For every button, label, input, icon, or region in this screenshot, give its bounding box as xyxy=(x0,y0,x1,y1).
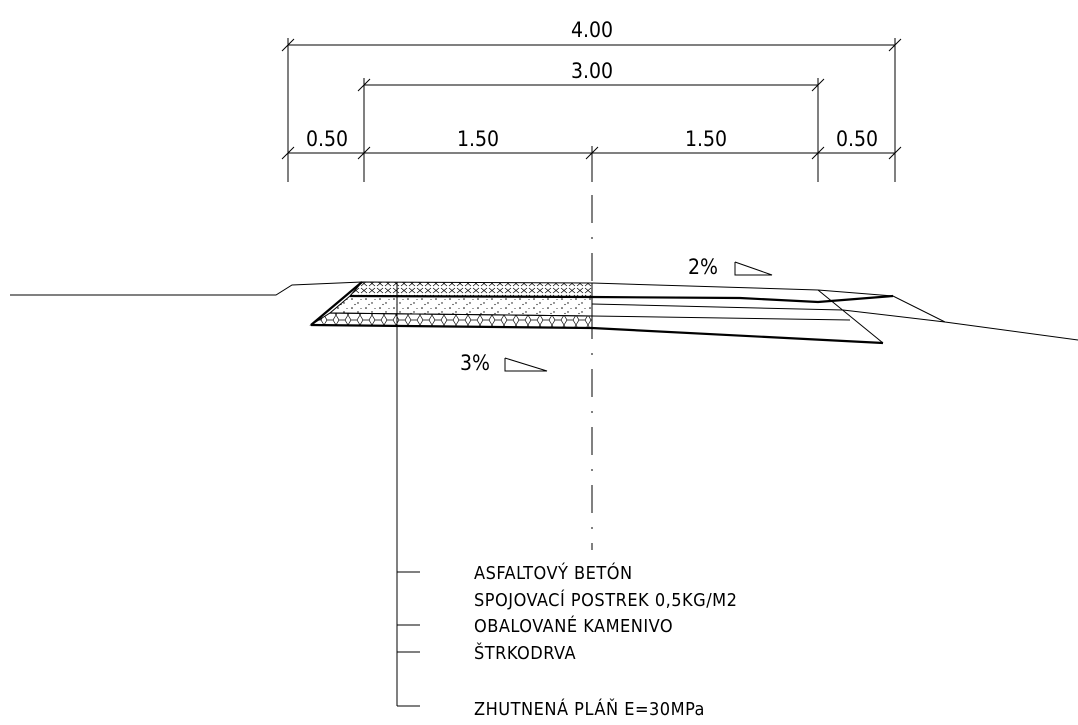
layer-label-coated-aggregate: OBALOVANÉ KAMENIVO xyxy=(474,615,673,637)
layer-asphalt-concrete xyxy=(348,281,593,298)
dimension-lines xyxy=(281,38,902,182)
terrain xyxy=(10,281,1078,341)
dimension-labels: 4.00 3.00 0.50 1.50 1.50 0.50 xyxy=(306,18,878,151)
dimension-right-shoulder: 0.50 xyxy=(836,127,878,151)
pavement-layers xyxy=(309,281,946,345)
slope-markers: 2% 3% xyxy=(460,255,773,375)
dimension-top-total: 4.00 xyxy=(571,18,613,42)
layer-label-gravel: ŠTRKODRVA xyxy=(474,642,576,664)
layer-label-asphalt: ASFALTOVÝ BETÓN xyxy=(474,562,633,584)
dimension-right-half: 1.50 xyxy=(685,127,727,151)
dimension-left-half: 1.50 xyxy=(457,127,499,151)
layer-labels: ASFALTOVÝ BETÓN SPOJOVACÍ POSTREK 0,5KG/… xyxy=(474,562,737,720)
layer-leader xyxy=(396,282,420,707)
dimension-left-shoulder: 0.50 xyxy=(306,127,348,151)
slope-surface-label: 2% xyxy=(688,255,718,279)
slope-subgrade-label: 3% xyxy=(460,351,490,375)
dimension-middle-total: 3.00 xyxy=(571,59,613,83)
layer-label-subgrade: ZHUTNENÁ PLÁŇ E=30MPa xyxy=(474,698,705,720)
layer-label-tack-coat: SPOJOVACÍ POSTREK 0,5KG/M2 xyxy=(474,589,737,611)
